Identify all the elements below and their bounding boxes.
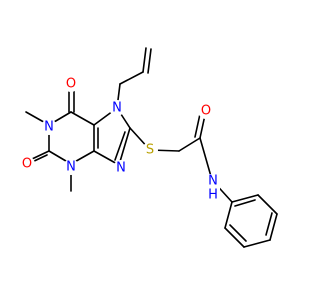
bond-ph-2 <box>224 227 245 248</box>
bond-c8-n9 <box>118 127 131 166</box>
structure-diagram: O N O N N N S O N H <box>21 47 278 248</box>
bond-c5-c6 <box>70 111 95 126</box>
bond-ph-inner-2 <box>265 212 273 236</box>
bond-co-nh <box>199 137 213 181</box>
atom-oxygen-c6: O <box>66 77 76 92</box>
bond-co-o <box>199 114 206 139</box>
molecule-canvas: O N O N N N S O N H <box>21 47 278 248</box>
atom-nitrogen-n9: N <box>116 161 126 176</box>
bond-ph-3 <box>243 239 271 248</box>
bond-n9-c4 <box>93 150 120 166</box>
atom-nitrogen-n1: N <box>44 120 54 135</box>
bond-ph-5 <box>257 194 278 215</box>
bond-ph-1 <box>224 201 233 229</box>
bond-allyl-double <box>147 48 152 74</box>
atom-nitrogen-amide: N <box>208 174 218 189</box>
bond-c2-o <box>31 150 50 160</box>
bond-c8-n9-double <box>114 131 126 161</box>
atom-nitrogen-n3: N <box>66 160 76 175</box>
bond-ch2-co <box>178 137 201 152</box>
bond-ph-inner-1 <box>229 224 247 242</box>
atom-hydrogen-amide: H <box>208 188 218 203</box>
bond-allyl-ch2-ch <box>119 71 144 85</box>
atom-sulfur: S <box>146 143 154 158</box>
bond-ph-4 <box>269 213 278 241</box>
bond-allyl-ch-ch2 <box>142 47 147 73</box>
atom-nitrogen-n7: N <box>112 101 122 116</box>
bond-co-o-double <box>194 113 201 138</box>
bond-ph-inner-3 <box>234 199 256 207</box>
atom-oxygen-amide: O <box>201 104 211 119</box>
atom-oxygen-c2: O <box>22 157 32 172</box>
bond-ph-6 <box>231 194 259 203</box>
